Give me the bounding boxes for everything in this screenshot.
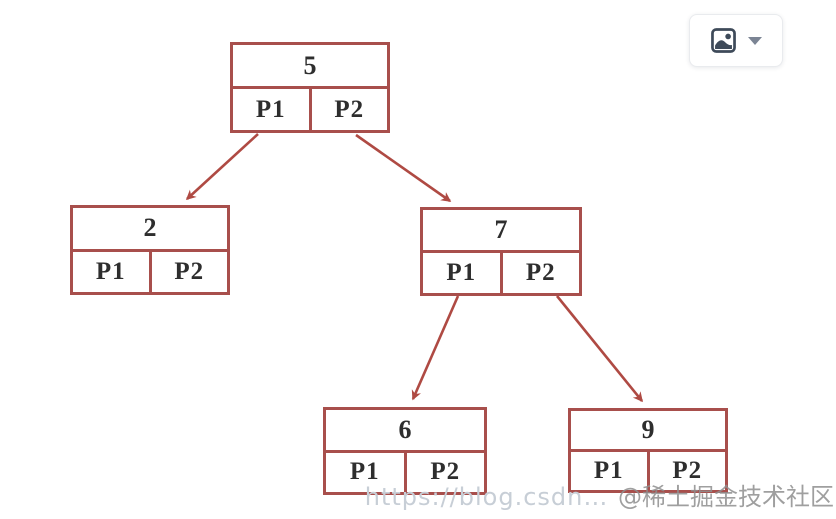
- tree-node-7: 7 P1 P2: [420, 207, 582, 296]
- pointer-cell-p2: P2: [430, 458, 461, 486]
- tree-node-2: 2 P1 P2: [70, 205, 230, 295]
- node-pointer-cells: P1 P2: [571, 452, 725, 490]
- edge-7-to-9: [555, 295, 644, 403]
- pointer-cell-p2: P2: [672, 457, 703, 485]
- image-toolbar-button[interactable]: [689, 14, 783, 67]
- tree-node-5: 5 P1 P2: [230, 42, 390, 133]
- image-icon: [711, 28, 736, 53]
- pointer-cell-p2: P2: [174, 257, 205, 285]
- node-pointer-cells: P1 P2: [423, 253, 579, 293]
- pointer-cell-p1: P1: [326, 452, 407, 492]
- pointer-cell-p2: P2: [525, 259, 556, 287]
- node-pointer-cells: P1 P2: [73, 251, 227, 292]
- pointer-cell-p2: P2: [334, 95, 365, 123]
- node-value: 9: [571, 411, 725, 453]
- pointer-cell-p1: P1: [423, 253, 503, 293]
- tree-node-6: 6 P1 P2: [323, 407, 487, 495]
- node-value: 2: [73, 208, 227, 252]
- pointer-cell-p1: P1: [73, 251, 152, 292]
- edge-7-to-6: [411, 295, 460, 401]
- edge-5-to-2: [185, 133, 259, 201]
- pointer-cell-p1: P1: [571, 452, 650, 490]
- node-pointer-cells: P1 P2: [233, 89, 387, 130]
- node-value: 5: [233, 45, 387, 90]
- node-value: 6: [326, 410, 484, 453]
- chevron-down-icon[interactable]: [748, 36, 762, 45]
- edge-5-to-7: [355, 133, 452, 203]
- node-pointer-cells: P1 P2: [326, 452, 484, 492]
- pointer-cell-p1: P1: [233, 89, 312, 130]
- tree-node-9: 9 P1 P2: [568, 408, 728, 493]
- node-value: 7: [423, 210, 579, 254]
